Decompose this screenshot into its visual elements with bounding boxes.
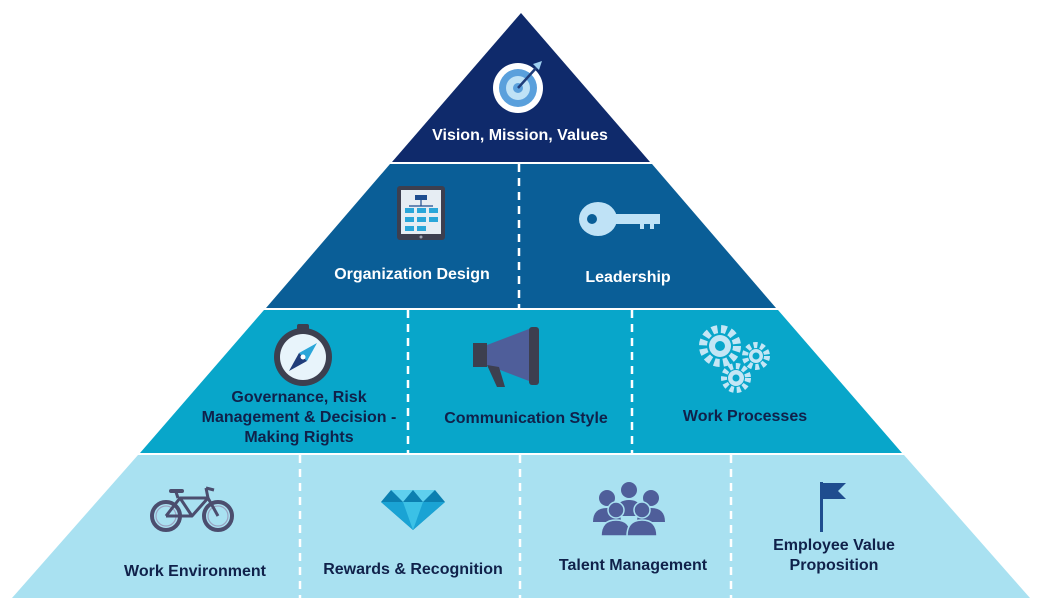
tier-3-label-communication-style: Communication Style bbox=[444, 410, 608, 427]
org-chart-tablet-icon bbox=[397, 186, 445, 240]
tier-1-label-vision-mission-values: Vision, Mission, Values bbox=[432, 127, 608, 144]
tier-2-shape bbox=[266, 164, 776, 308]
compass-icon bbox=[274, 324, 332, 386]
tier-4-label-employee-value-proposition: Employee Value Proposition bbox=[773, 537, 895, 574]
target-icon bbox=[493, 61, 543, 113]
tier-4-label-talent-management: Talent Management bbox=[558, 557, 708, 574]
tier-2-label-organization-design: Organization Design bbox=[334, 266, 490, 283]
megaphone-icon bbox=[473, 327, 539, 387]
flag-icon bbox=[820, 482, 846, 532]
bicycle-icon bbox=[150, 486, 234, 532]
tier-2-label-leadership: Leadership bbox=[585, 269, 671, 286]
diamond-icon bbox=[381, 490, 445, 530]
key-icon bbox=[579, 202, 660, 236]
gears-icon bbox=[699, 325, 770, 393]
tier-3-label-work-processes: Work Processes bbox=[682, 408, 808, 425]
tier-4-label-work-environment: Work Environment bbox=[124, 563, 266, 580]
people-group-icon bbox=[593, 482, 665, 537]
tier-4-label-rewards-recognition: Rewards & Recognition bbox=[323, 561, 503, 578]
tier-3-label-governance: Governance, Risk Management & Decision -… bbox=[201, 389, 397, 446]
